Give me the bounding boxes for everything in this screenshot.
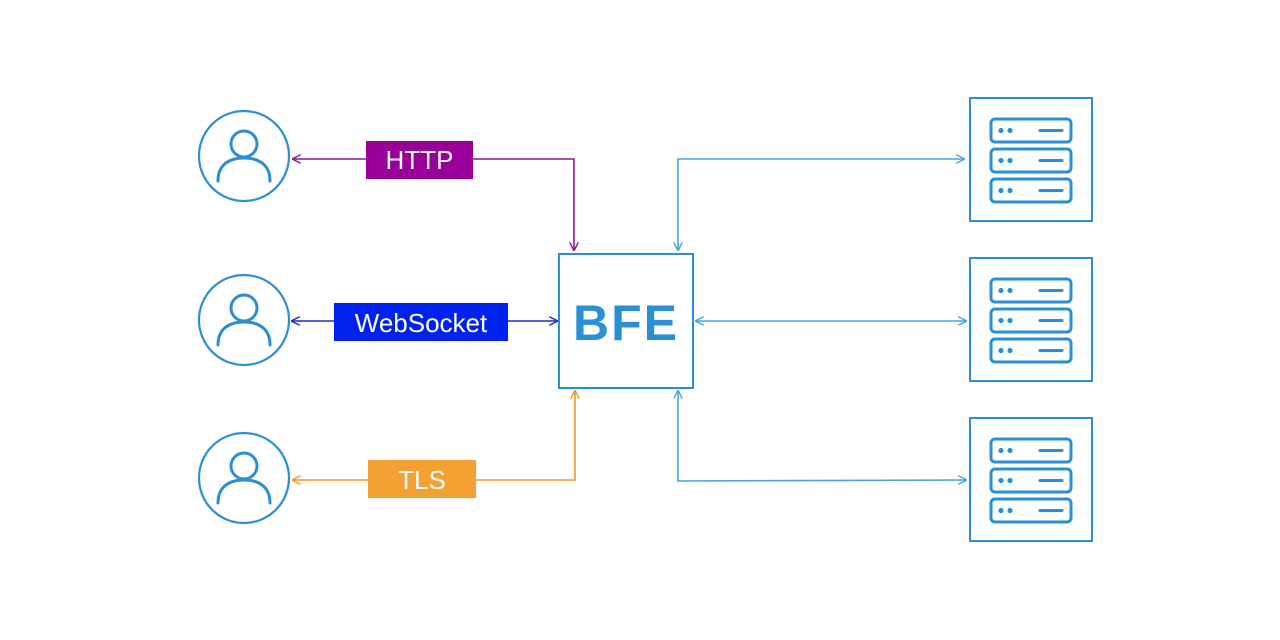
user-icon: [197, 431, 291, 525]
user-icon: [197, 273, 291, 367]
user-icon: [197, 109, 291, 203]
bfe-logo: BFE: [573, 295, 679, 351]
http-label-text: HTTP: [386, 145, 454, 175]
backend-connector-bottom: [678, 391, 966, 481]
websocket-label: WebSocket: [334, 303, 508, 341]
websocket-label-text: WebSocket: [355, 308, 488, 338]
server-rack-icon: [968, 256, 1094, 383]
tls-label-text: TLS: [398, 465, 446, 495]
server-rack-icon: [968, 416, 1094, 543]
backend-connector-top: [678, 159, 964, 250]
server-rack-icon: [968, 96, 1094, 223]
http-label: HTTP: [366, 141, 473, 179]
tls-label: TLS: [368, 460, 476, 498]
bfe-node: BFE: [558, 253, 694, 389]
